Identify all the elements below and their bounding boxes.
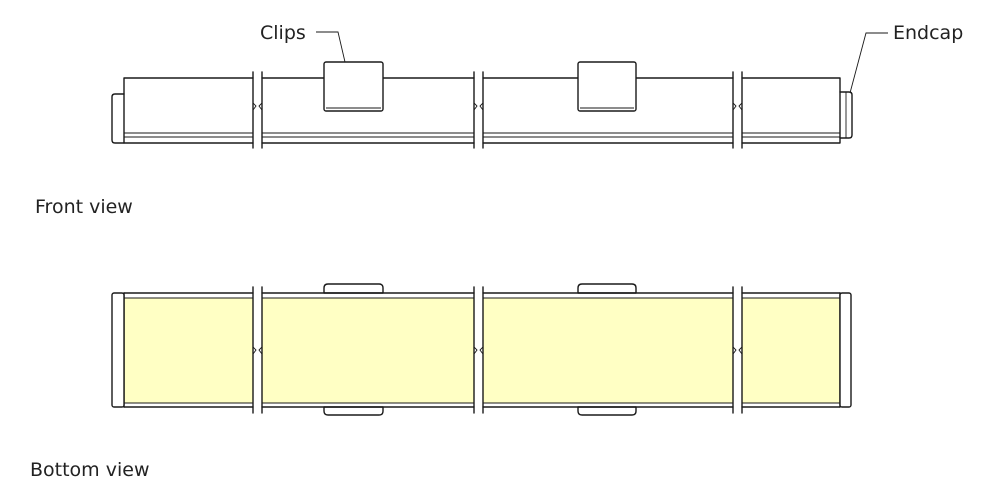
led-strip-segment	[742, 298, 840, 403]
front-view-drawing: Clips Endcap	[111, 22, 963, 149]
bottom-left-endcap	[111, 292, 125, 408]
front-clip-1	[323, 61, 384, 112]
front-break-marks	[252, 71, 743, 149]
bottom-clip-2-bottom	[577, 406, 637, 416]
bottom-clip-2-top	[577, 283, 637, 294]
front-channel-body	[123, 77, 841, 144]
led-strip-segment	[124, 298, 253, 403]
bottom-break-marks	[252, 286, 743, 414]
clips-label: Clips	[260, 22, 306, 44]
led-strip-segment	[483, 298, 733, 403]
front-view-caption: Front view	[35, 196, 133, 218]
led-strip-segment	[262, 298, 474, 403]
bottom-clip-1-bottom	[323, 406, 384, 416]
front-left-endcap	[111, 93, 125, 144]
endcap-label: Endcap	[893, 22, 963, 44]
led-strip	[124, 298, 840, 403]
front-clip-2	[577, 61, 637, 112]
bottom-view-drawing	[111, 283, 852, 416]
bottom-right-endcap	[839, 292, 852, 408]
bottom-clip-1-top	[323, 283, 384, 294]
clips-leader-line	[316, 31, 346, 63]
bottom-view-caption: Bottom view	[30, 459, 149, 481]
endcap-leader-line	[849, 32, 888, 94]
